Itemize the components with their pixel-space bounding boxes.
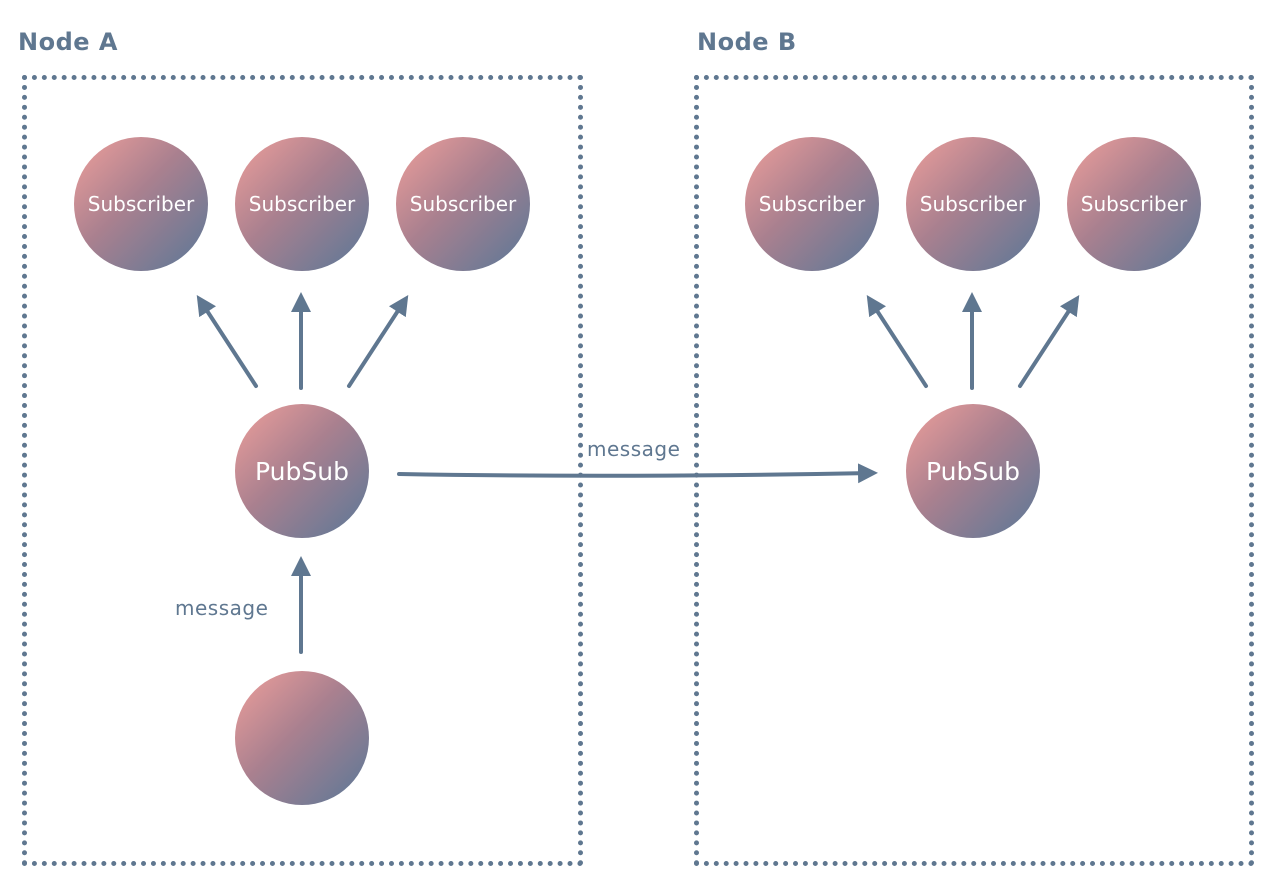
node-b-container [694,75,1254,866]
arrow-b-pubsub-to-sub1 [866,294,928,388]
pubsub-label: PubSub [926,456,1020,486]
node-a-container [22,75,583,866]
pubsub-label: PubSub [255,456,349,486]
node-b-subscriber-1: Subscriber [745,137,879,271]
node-b-subscriber-3: Subscriber [1067,137,1201,271]
node-a-subscriber-2: Subscriber [235,137,369,271]
node-a-publisher [235,671,369,805]
arrow-pubsub-a-to-pubsub-b [397,463,878,484]
node-a-subscriber-3: Subscriber [396,137,530,271]
subscriber-label: Subscriber [758,192,866,216]
arrow-a-pubsub-to-sub3 [347,294,409,388]
subscriber-label: Subscriber [409,192,517,216]
cross-node-message-label: message [587,437,681,461]
arrow-b-pubsub-to-sub3 [1018,294,1080,388]
node-a-subscriber-1: Subscriber [74,137,208,271]
subscriber-label: Subscriber [919,192,1027,216]
node-b-title: Node B [697,28,797,56]
node-b-pubsub: PubSub [906,404,1040,538]
node-b-subscriber-2: Subscriber [906,137,1040,271]
node-a-title: Node A [18,28,118,56]
subscriber-label: Subscriber [248,192,356,216]
node-a-pubsub: PubSub [235,404,369,538]
subscriber-label: Subscriber [1080,192,1188,216]
arrow-a-pubsub-to-sub1 [196,294,258,388]
publish-message-label: message [175,596,269,620]
subscriber-label: Subscriber [87,192,195,216]
